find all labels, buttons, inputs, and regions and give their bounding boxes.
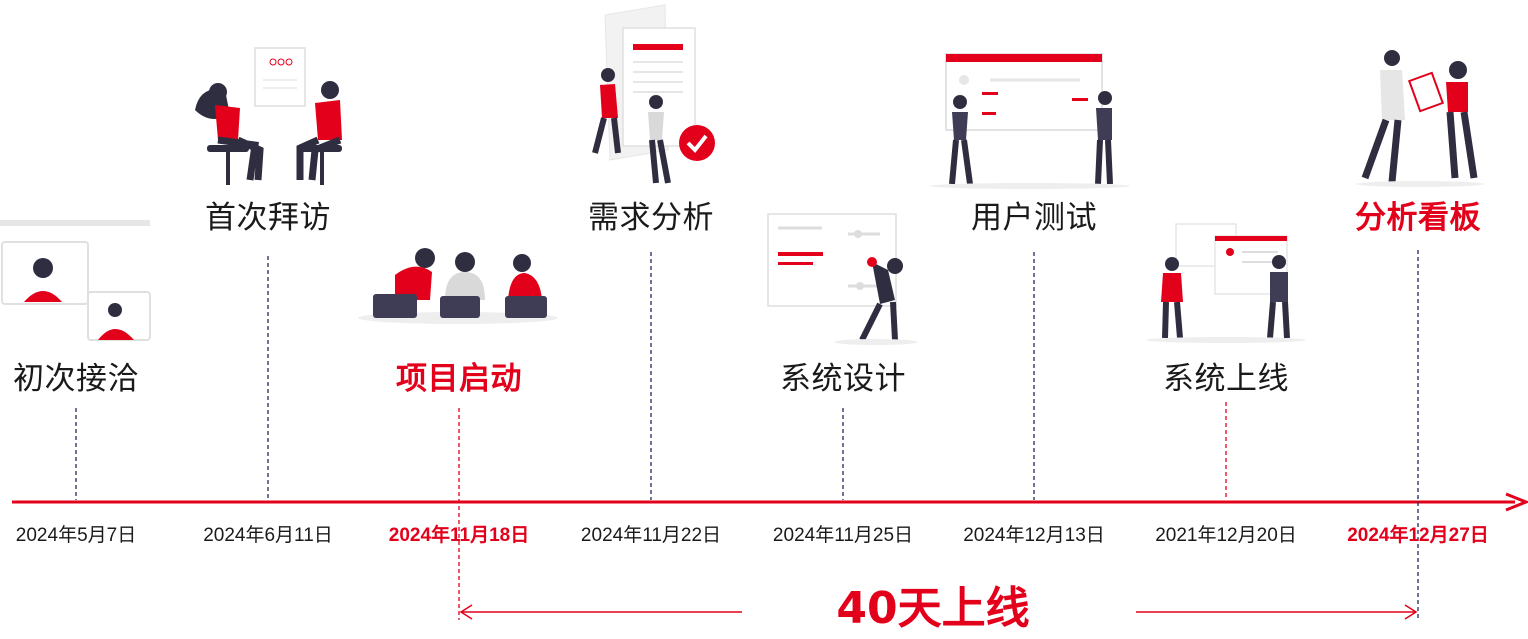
milestone-title-m7: 系统上线	[1163, 361, 1289, 397]
milestone-title-m4: 需求分析	[588, 200, 714, 236]
milestone-date-m4: 2024年11月22日	[580, 525, 722, 546]
milestone-date-m8: 2024年12月27日	[1347, 525, 1489, 546]
team-laptops-icon	[358, 248, 558, 324]
milestone-title-m1: 初次接洽	[13, 361, 139, 397]
meeting-icon	[195, 47, 342, 185]
milestone-date-m5: 2024年11月25日	[772, 525, 914, 546]
milestone-date-m3: 2024年11月18日	[388, 525, 530, 546]
milestone-title-m6: 用户测试	[971, 200, 1097, 236]
duration-span	[459, 604, 1418, 620]
clipboard-handover-icon	[1356, 50, 1484, 187]
milestone-date-m1: 2024年5月7日	[15, 525, 137, 546]
timeline-axis	[12, 492, 1528, 512]
milestone-date-m7: 2021年12月20日	[1155, 525, 1297, 546]
milestone-date-m6: 2024年12月13日	[963, 525, 1105, 546]
milestone-title-m8: 分析看板	[1355, 200, 1481, 236]
video-call-icon	[0, 220, 151, 341]
milestone-connectors	[75, 250, 1419, 620]
duration-summary: 40天上线	[836, 583, 1030, 634]
settings-panel-icon	[767, 213, 918, 345]
milestone-date-m2: 2024年6月11日	[203, 525, 333, 546]
milestone-title-m2: 首次拜访	[205, 200, 331, 236]
whiteboard-icon	[930, 53, 1130, 189]
document-check-icon	[592, 4, 715, 184]
milestone-title-m3: 项目启动	[396, 361, 522, 397]
dashboard-screen-icon	[1146, 223, 1306, 343]
milestone-title-m5: 系统设计	[780, 361, 906, 397]
